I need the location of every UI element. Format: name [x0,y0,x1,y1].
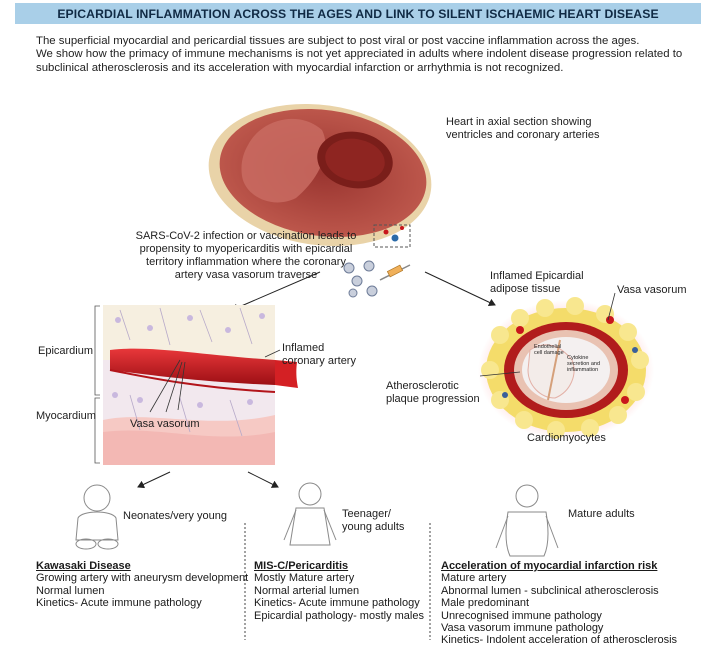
column-line: Normal arterial lumen [254,584,360,597]
intro-line: We show how the primacy of immune mechan… [36,48,683,61]
intro-line: The superficial myocardial and pericardi… [36,35,640,47]
baby-figure-icon [75,484,119,550]
teenager-figure-icon [283,482,337,546]
column-heading: Kawasaki Disease [36,560,131,572]
diagram-title: EPICARDIAL INFLAMMATION ACROSS THE AGES … [57,6,659,21]
label-line: cell damage [534,350,564,356]
column-line: Male predominant [441,597,530,610]
plaque-label: Atherosclerotic plaque progression [386,380,480,406]
adult-figure-icon [495,484,559,557]
cardiomyocytes-label: Cardiomyocytes [527,432,606,444]
column-line: Mostly Mature artery [254,572,355,585]
heart-caption-line: ventricles and coronary arteries [446,129,600,141]
epicardium-label: Epicardium [38,345,94,357]
label-line: plaque progression [386,393,480,405]
column-line: Mature artery [441,572,507,585]
column-heading: Acceleration of myocardial infarction ri… [441,560,658,572]
sars-caption-line: SARS-CoV-2 infection or vaccination lead… [135,230,357,242]
label-line: Teenager/ [342,508,391,520]
arrow-to-right-panel [424,271,496,307]
label-line: Atherosclerotic [386,380,459,392]
label-line: adipose tissue [490,283,561,295]
column-line: Growing artery with aneurysm development [36,572,249,585]
sars-caption-line: artery vasa vasorum traverse [174,269,318,281]
syringe-icon [379,264,411,281]
sars-caption-line: territory inflammation where the coronar… [146,256,346,268]
misc-column: MIS-C/Pericarditis Mostly Mature artery … [254,560,424,622]
heart-section-illustration [208,103,432,248]
endothelial-label: Endothelial cell damage [534,344,564,356]
column-heading: MIS-C/Pericarditis [254,560,349,572]
label-line: coronary artery [282,355,356,367]
column-line: Vasa vasorum immune pathology [441,622,604,635]
arrow-to-neonates [137,471,171,489]
cytokine-label: Cytokine secretion and inflammation [567,355,600,373]
epicardium-section-illustration [94,305,298,465]
vasa-vasorum-label-right: Vasa vasorum [617,284,687,296]
column-line: Kinetics- Acute immune pathology [36,597,202,610]
column-line: Unrecognised immune pathology [441,609,602,622]
intro-line: subclinical atherosclerosis and its acce… [36,61,564,74]
neonates-label: Neonates/very young [123,510,227,522]
column-line: Abnormal lumen - subclinical atheroscler… [441,584,659,597]
arrow-to-teenager [247,471,279,488]
column-line: Epicardial pathology- mostly males [254,609,424,622]
column-line: Normal lumen [36,584,105,597]
sars-caption: SARS-CoV-2 infection or vaccination lead… [126,230,366,282]
myocardium-label: Myocardium [36,410,96,422]
column-line: Kinetics- Indolent acceleration of ather… [441,634,678,647]
intro-text: The superficial myocardial and pericardi… [36,35,706,75]
label-line: secretion and [567,361,601,367]
kawasaki-column: Kawasaki Disease Growing artery with ane… [36,560,248,610]
teenager-label: Teenager/ young adults [342,508,404,534]
label-line: Inflamed Epicardial [490,270,584,282]
heart-caption-line: Heart in axial section showing [446,116,592,128]
label-line: Cytokine [567,355,589,361]
heart-caption: Heart in axial section showing ventricle… [446,116,599,142]
title-banner: EPICARDIAL INFLAMMATION ACROSS THE AGES … [15,3,701,24]
artery-cross-section-illustration [478,292,654,440]
sars-caption-line: propensity to myopericarditis with epica… [139,243,353,255]
arrow-to-left-panel [231,271,321,312]
column-line: Kinetics- Acute immune pathology [254,597,420,610]
mature-label: Mature adults [568,508,635,520]
vasa-vasorum-label-left: Vasa vasorum [130,418,200,430]
virus-particles-icon [343,260,378,298]
adipose-label: Inflamed Epicardial adipose tissue [490,270,584,296]
label-line: Inflamed [282,342,325,354]
adult-column: Acceleration of myocardial infarction ri… [441,560,677,647]
label-line: inflammation [567,367,599,373]
label-line: young adults [342,521,405,533]
inflamed-artery-label: Inflamed coronary artery [282,342,356,368]
label-line: Endothelial [534,344,562,350]
